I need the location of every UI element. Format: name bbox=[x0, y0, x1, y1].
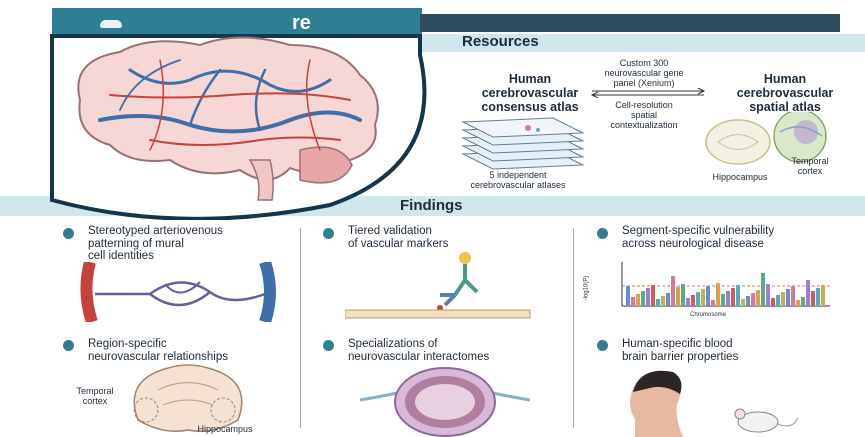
logo-icon bbox=[100, 20, 122, 28]
resources-band bbox=[420, 34, 865, 52]
manhattan-bar bbox=[666, 293, 670, 306]
finding-bullet-1 bbox=[63, 228, 74, 239]
brain-hippocampus-label: Hippocampus bbox=[197, 424, 253, 434]
finding-bullet-2 bbox=[323, 228, 334, 239]
finding-bullet-4 bbox=[63, 340, 74, 351]
manhattan-bar bbox=[786, 289, 790, 306]
header-dark-strip bbox=[420, 14, 840, 32]
atlas-stack-icon bbox=[461, 117, 585, 170]
stack-caption: 5 independent cerebrovascular atlases bbox=[470, 170, 566, 190]
finding-2-text: Tiered validation of vascular markers bbox=[348, 225, 449, 250]
vessel-network-icon bbox=[80, 262, 276, 322]
manhattan-xlabel: Chromosome bbox=[690, 312, 727, 318]
finding-3-text: Segment-specific vulnerability across ne… bbox=[622, 225, 775, 250]
hippocampus-label: Hippocampus bbox=[712, 172, 768, 182]
contextualization-label: Cell-resolution spatial contextualizatio… bbox=[610, 100, 678, 130]
manhattan-bar bbox=[686, 298, 690, 306]
manhattan-bar bbox=[631, 297, 635, 306]
manhattan-bar bbox=[706, 286, 710, 306]
manhattan-bar bbox=[646, 288, 650, 306]
manhattan-bar bbox=[726, 291, 730, 306]
bidirectional-arrow-icon bbox=[590, 88, 706, 98]
manhattan-bar bbox=[811, 291, 815, 306]
findings-heading: Findings bbox=[400, 197, 463, 214]
manhattan-bar bbox=[731, 288, 735, 306]
finding-4-text: Region-specific neurovascular relationsh… bbox=[88, 338, 228, 363]
manhattan-bar bbox=[801, 297, 805, 306]
manhattan-bar bbox=[736, 285, 740, 306]
temporal-cortex-label: Temporal cortex bbox=[791, 156, 829, 176]
findings-divider-2 bbox=[573, 228, 574, 428]
manhattan-bar bbox=[641, 291, 645, 306]
manhattan-bar bbox=[796, 300, 800, 306]
finding-bullet-3 bbox=[597, 228, 608, 239]
manhattan-bar bbox=[781, 292, 785, 306]
capillary-cross-section-icon bbox=[360, 367, 530, 437]
manhattan-bar bbox=[701, 289, 705, 306]
manhattan-bar bbox=[771, 298, 775, 306]
finding-bullet-5 bbox=[323, 340, 334, 351]
finding-6-text: Human-specific blood brain barrier prope… bbox=[622, 338, 739, 363]
finding-1-text: Stereotyped arteriovenous patterning of … bbox=[88, 225, 223, 262]
manhattan-bar bbox=[761, 273, 765, 306]
findings-divider-1 bbox=[300, 228, 301, 428]
brain-temporal-label: Temporal cortex bbox=[76, 386, 114, 406]
manhattan-plot-icon bbox=[621, 262, 830, 307]
antibody-icon bbox=[345, 252, 531, 319]
manhattan-bar bbox=[791, 286, 795, 306]
spatial-atlas-label: Human cerebrovascular spatial atlas bbox=[736, 72, 834, 114]
manhattan-bar bbox=[626, 286, 630, 306]
manhattan-bar bbox=[651, 285, 655, 306]
manhattan-bar bbox=[636, 294, 640, 306]
resources-heading: Resources bbox=[462, 33, 539, 50]
manhattan-bar bbox=[816, 288, 820, 306]
manhattan-bar bbox=[756, 290, 760, 306]
manhattan-bar bbox=[696, 292, 700, 306]
manhattan-bar bbox=[671, 276, 675, 306]
finding-bullet-6 bbox=[597, 340, 608, 351]
manhattan-ylabel: -log10(P) bbox=[583, 275, 590, 301]
manhattan-bar bbox=[691, 295, 695, 306]
consensus-atlas-label: Human cerebrovascular consensus atlas bbox=[481, 72, 579, 114]
header-title: re bbox=[292, 12, 311, 34]
manhattan-bar bbox=[766, 284, 770, 306]
manhattan-bar bbox=[721, 294, 725, 306]
coronal-brain-icon bbox=[133, 364, 243, 432]
manhattan-bar bbox=[806, 280, 810, 306]
manhattan-bar bbox=[676, 287, 680, 306]
manhattan-bar bbox=[776, 295, 780, 306]
brain-vessel-illustration bbox=[50, 34, 427, 220]
manhattan-bar bbox=[751, 293, 755, 306]
manhattan-bar bbox=[746, 296, 750, 306]
manhattan-bar bbox=[681, 284, 685, 306]
manhattan-bar bbox=[821, 285, 825, 306]
manhattan-bar bbox=[656, 299, 660, 306]
human-profile-icon bbox=[630, 370, 683, 437]
mouse-icon bbox=[734, 408, 799, 433]
manhattan-bar bbox=[741, 299, 745, 306]
tissue-section-icon bbox=[705, 112, 827, 165]
manhattan-bar bbox=[661, 296, 665, 306]
manhattan-bar bbox=[711, 300, 715, 306]
finding-5-text: Specializations of neurovascular interac… bbox=[348, 338, 490, 363]
manhattan-bar bbox=[716, 283, 720, 306]
gene-panel-label: Custom 300 neurovascular gene panel (Xen… bbox=[604, 58, 684, 88]
